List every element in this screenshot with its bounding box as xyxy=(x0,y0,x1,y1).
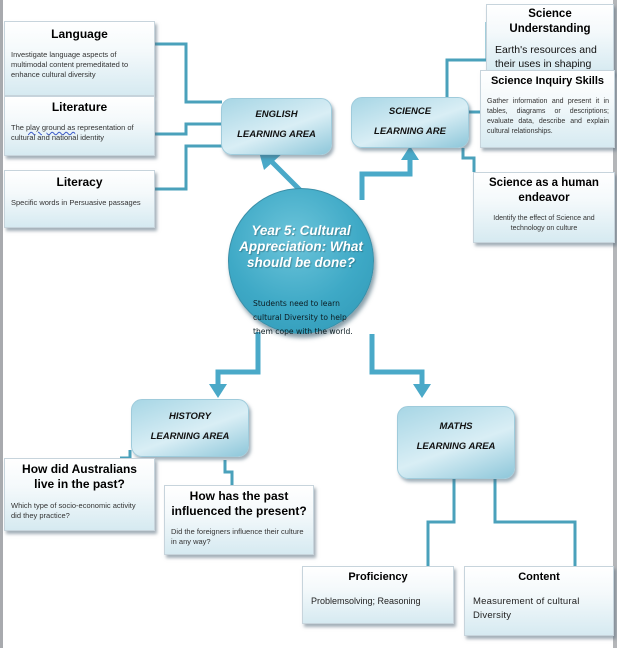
arrow-head-maths xyxy=(413,384,431,398)
arrow-shaft-science xyxy=(359,158,413,200)
area-line2: LEARNING ARE xyxy=(374,126,446,137)
page-left-edge xyxy=(0,0,3,648)
connector-content xyxy=(493,478,577,566)
topic-box-proficiency: Proficiency Problemsolving; Reasoning xyxy=(302,566,454,624)
arrow-shaft-english xyxy=(266,156,302,192)
topic-box-language: Language Investigate language aspects of… xyxy=(4,21,155,96)
topic-title: How has the past influenced the present? xyxy=(171,489,307,518)
spellcheck-marked-text: play ground as xyxy=(26,123,76,132)
topic-box-science-endeavor: Science as a human endeavor Identify the… xyxy=(473,172,615,243)
topic-title: Science as a human endeavor xyxy=(489,177,599,204)
topic-body: Which type of socio-economic activity di… xyxy=(11,501,136,520)
topic-box-history-q1: How did Australians live in the past? Wh… xyxy=(4,458,155,531)
topic-body-prefix: The xyxy=(11,123,27,132)
topic-title: How did Australians live in the past? xyxy=(22,462,137,491)
topic-box-literacy: Literacy Specific words in Persuasive pa… xyxy=(4,170,155,228)
topic-title: Content xyxy=(518,571,560,583)
topic-body: Gather information and present it in tab… xyxy=(487,98,609,135)
area-line1: MATHS xyxy=(439,421,473,432)
topic-title: Science Inquiry Skills xyxy=(490,75,605,87)
central-topic-body: Students need to learn cultural Diversit… xyxy=(253,299,353,336)
area-line1: HISTORY xyxy=(169,411,211,422)
central-topic-title: Year 5: Cultural Appreciation: What shou… xyxy=(239,223,363,270)
connector-literature xyxy=(155,122,222,136)
page-right-edge xyxy=(613,0,617,648)
topic-body: Specific words in Persuasive passages xyxy=(11,198,141,207)
area-line2: LEARNING AREA xyxy=(237,129,316,140)
topic-body: Identify the effect of Science and techn… xyxy=(493,215,595,232)
connector-language xyxy=(155,42,222,104)
area-line1: ENGLISH xyxy=(255,109,298,120)
connector-literacy xyxy=(155,144,222,191)
topic-body: Problemsolving; Reasoning xyxy=(311,596,421,606)
topic-title: Proficiency xyxy=(348,571,408,583)
topic-body: The play ground as representation of cul… xyxy=(11,123,148,143)
maths-learning-area: MATHS LEARNING AREA xyxy=(397,406,515,479)
topic-box-content: Content Measurement of cultural Diversit… xyxy=(464,566,614,636)
arrow-shaft-maths xyxy=(369,334,425,386)
english-learning-area: ENGLISH LEARNING AREA xyxy=(221,98,332,155)
connector-history-q1 xyxy=(120,450,132,460)
topic-body: Did the foreigners influence their cultu… xyxy=(171,527,304,546)
topic-body: Earth's resources and their uses in shap… xyxy=(495,44,597,70)
topic-title: Literacy xyxy=(56,175,103,189)
topic-body-suffix: representation of cultural and national … xyxy=(11,123,134,142)
topic-box-literature: Literature The play ground as representa… xyxy=(4,96,155,156)
connector-history-q2 xyxy=(223,460,234,486)
area-line1: SCIENCE xyxy=(388,106,432,117)
topic-body: Measurement of cultural Diversity xyxy=(473,596,580,621)
topic-box-science-understanding: Science Understanding Earth's resources … xyxy=(486,4,614,74)
connector-science-endeavor xyxy=(461,148,476,172)
history-learning-area: HISTORY LEARNING AREA xyxy=(131,399,249,457)
topic-box-history-q2: How has the past influenced the present?… xyxy=(164,485,314,555)
topic-box-science-inquiry: Science Inquiry Skills Gather informatio… xyxy=(480,70,615,148)
topic-title: Science Understanding xyxy=(509,8,591,35)
topic-title: Literature xyxy=(51,100,108,114)
arrow-head-science xyxy=(401,146,419,160)
connector-proficiency xyxy=(426,478,456,566)
topic-title: Language xyxy=(51,27,108,41)
science-learning-area: SCIENCE LEARNING ARE xyxy=(351,97,469,148)
area-line2: LEARNING AREA xyxy=(150,431,230,442)
arrow-shaft-history xyxy=(215,332,261,386)
area-line2: LEARNING AREA xyxy=(416,441,496,452)
topic-body: Investigate language aspects of multimod… xyxy=(11,50,129,79)
arrow-head-history xyxy=(209,384,227,398)
central-topic-circle: Year 5: Cultural Appreciation: What shou… xyxy=(228,188,374,336)
